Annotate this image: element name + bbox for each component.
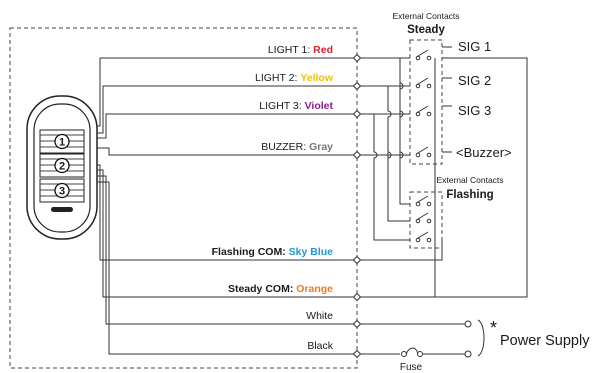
light-segment-1: 1 — [39, 129, 85, 154]
wire-label-light-1: LIGHT 1: Red — [268, 44, 333, 56]
flashing-com-line — [360, 240, 443, 261]
power-lines — [360, 319, 485, 358]
steady-switch-2 — [415, 77, 432, 89]
steady-switch-buzzer — [415, 146, 432, 158]
light-segment-2: 2 — [39, 153, 85, 178]
signal-label-3: SIG 3 — [458, 103, 491, 118]
fuse-label: Fuse — [400, 362, 423, 373]
steady-com-line — [360, 57, 528, 298]
buzzer-grille — [51, 207, 73, 212]
steady-switch-3 — [415, 105, 432, 117]
power-supply-label: Power Supply — [500, 333, 590, 349]
power-asterisk: * — [490, 318, 497, 338]
flashing-caption: External Contacts — [436, 175, 503, 185]
terminal-nodes — [352, 53, 362, 359]
power-terminal-white — [464, 320, 472, 328]
flashing-switch-2 — [415, 212, 432, 224]
flashing-title: Flashing — [446, 189, 493, 201]
button-3-label: 3 — [59, 186, 65, 198]
wire-fanout — [97, 57, 357, 355]
flashing-switch-1 — [415, 195, 432, 207]
steady-switch-1 — [415, 49, 432, 61]
flashing-box-outline — [409, 191, 443, 249]
flashing-bus-lines — [373, 58, 410, 241]
signal-label-2: SIG 2 — [458, 73, 491, 88]
signal-lines — [360, 57, 410, 156]
wire-label-black: Black — [307, 340, 333, 352]
light-segment-3: 3 — [39, 178, 85, 203]
signal-label-1: SIG 1 — [458, 39, 491, 54]
wire-label-buzzer: BUZZER: Gray — [261, 141, 333, 153]
steady-title: Steady — [407, 24, 445, 36]
fuse-symbol — [401, 347, 423, 357]
tower-light-unit: 1 2 3 — [26, 95, 98, 240]
button-1-label: 1 — [59, 137, 65, 149]
flashing-contacts: External Contacts Flashing — [409, 175, 504, 260]
button-2-label: 2 — [59, 161, 65, 173]
steady-caption: External Contacts — [392, 11, 459, 21]
power-brace — [477, 319, 485, 357]
wire-label-light-2: LIGHT 2: Yellow — [255, 72, 334, 84]
wire-label-white: White — [306, 310, 333, 322]
steady-box-outline — [409, 39, 443, 165]
flashing-switch-3 — [415, 231, 432, 243]
power-terminal-black — [464, 350, 472, 358]
product-boundary — [9, 27, 358, 369]
wire-label-steady-com: Steady COM: Orange — [228, 283, 333, 295]
wire-label-light-3: LIGHT 3: Violet — [259, 100, 333, 112]
wire-label-flashing-com: Flashing COM: Sky Blue — [212, 246, 334, 258]
signal-label-buzzer: <Buzzer> — [456, 145, 512, 160]
